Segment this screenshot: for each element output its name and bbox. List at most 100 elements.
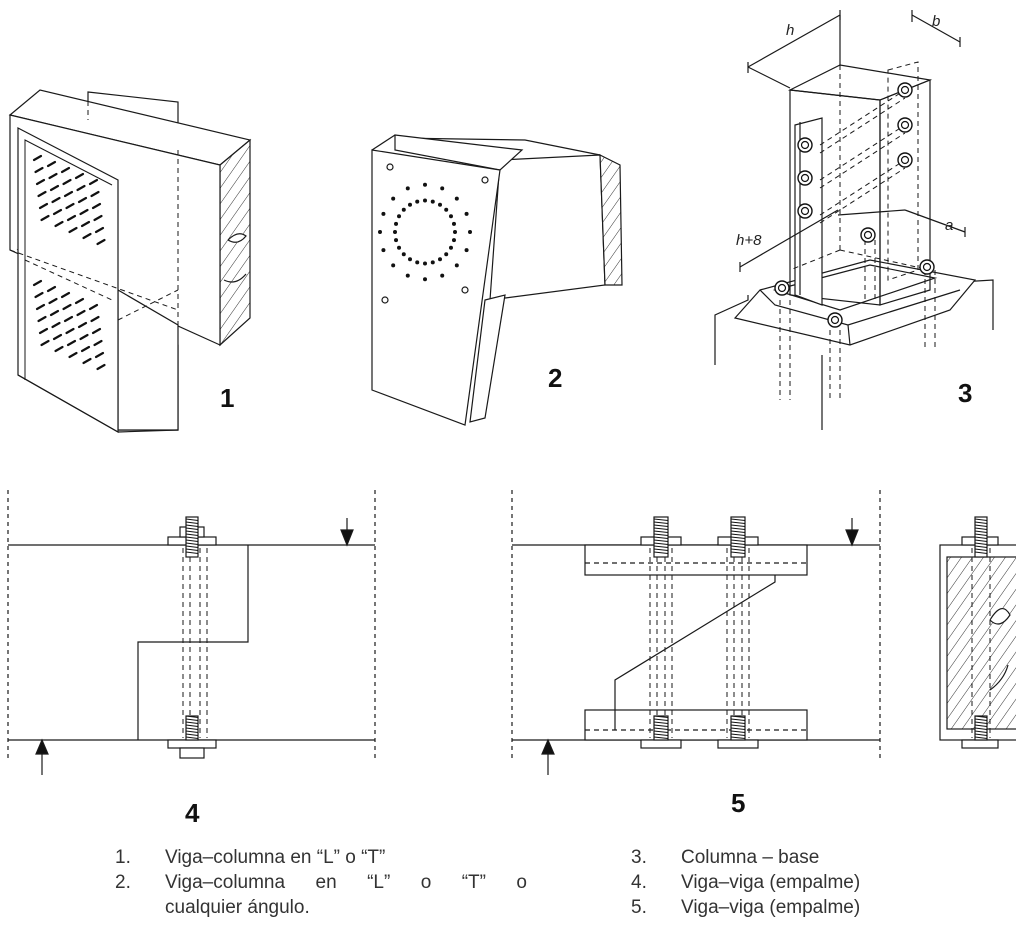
- pin: [381, 211, 386, 216]
- bolt-thread: [730, 736, 746, 739]
- bolt-thread: [730, 715, 746, 718]
- figure-1-nails: [32, 154, 106, 371]
- nail: [37, 315, 47, 323]
- bolt-thread: [730, 530, 746, 533]
- bolt-thread: [730, 518, 746, 521]
- pin: [423, 277, 427, 282]
- bolt-thread: [974, 718, 988, 721]
- pin: [394, 238, 399, 243]
- bolt-thread: [730, 727, 746, 730]
- bolt-thread: [974, 721, 988, 724]
- pin: [464, 248, 469, 253]
- bolt-thread: [730, 724, 746, 727]
- bolt-thread: [185, 724, 199, 727]
- bolt-thread: [653, 736, 669, 739]
- nail: [40, 339, 50, 347]
- figure-5-drawing: [511, 490, 881, 775]
- nail: [76, 184, 86, 192]
- pin: [451, 221, 456, 226]
- bolt-thread: [653, 727, 669, 730]
- nail: [52, 333, 63, 341]
- bolt-thread: [730, 545, 746, 548]
- bolt-thread: [730, 527, 746, 530]
- bolt-thread: [653, 551, 669, 554]
- nail: [52, 208, 63, 216]
- pin: [454, 196, 459, 201]
- pin: [440, 273, 445, 278]
- nail: [65, 202, 75, 210]
- pin: [401, 252, 406, 257]
- bolt-thread: [185, 718, 199, 721]
- pin: [438, 257, 442, 262]
- bolt-thread: [653, 715, 669, 718]
- nail: [79, 208, 89, 216]
- bolt-thread: [185, 524, 199, 527]
- nail: [91, 327, 102, 335]
- bolt-thread: [185, 545, 199, 548]
- bolt-thread: [730, 524, 746, 527]
- bolt-thread: [730, 551, 746, 554]
- nail: [51, 196, 61, 204]
- bolt-thread: [185, 736, 199, 739]
- pin: [451, 238, 456, 243]
- legend-left: 1. Viga–columna en “L” o “T” 2. Viga–col…: [115, 845, 527, 920]
- bolt-thread: [974, 551, 988, 554]
- pin: [378, 230, 382, 234]
- nail: [62, 303, 72, 311]
- bolt-thread: [974, 548, 988, 551]
- dim-label-a: a: [945, 217, 953, 234]
- legend-item-number: 1.: [115, 847, 131, 868]
- nail: [88, 303, 99, 311]
- nail: [68, 351, 78, 359]
- nail: [35, 178, 46, 186]
- bolt-thread: [974, 727, 988, 730]
- pin: [444, 207, 449, 212]
- pin: [393, 230, 397, 234]
- bolt-thread: [653, 718, 669, 721]
- pin: [454, 263, 459, 268]
- pin: [391, 263, 396, 268]
- bolt-thread: [730, 542, 746, 545]
- bolt-thread: [974, 542, 988, 545]
- nail: [35, 303, 46, 311]
- pin: [430, 260, 435, 265]
- legend-item: 2. Viga–columna en “L” o “T” o: [115, 870, 527, 895]
- pin: [408, 257, 412, 262]
- nail: [40, 214, 50, 222]
- nail: [66, 214, 77, 222]
- nail: [93, 339, 103, 347]
- nail: [62, 178, 72, 186]
- nail: [74, 172, 85, 180]
- pin: [405, 186, 410, 191]
- nail: [46, 285, 57, 293]
- bolt-thread: [730, 536, 746, 539]
- bolt-thread: [730, 539, 746, 542]
- nail: [48, 297, 58, 305]
- nail: [46, 160, 57, 168]
- nail: [74, 297, 85, 305]
- dim-label-b: b: [932, 13, 940, 30]
- nail: [32, 154, 43, 162]
- nail: [66, 339, 77, 347]
- nail: [90, 315, 100, 323]
- pin: [468, 230, 472, 234]
- nail: [32, 279, 43, 287]
- bolt-thread: [653, 730, 669, 733]
- nail: [77, 321, 88, 329]
- nail: [90, 190, 100, 198]
- nail: [49, 184, 60, 192]
- bolt-thread: [185, 521, 199, 524]
- nail: [54, 345, 64, 353]
- legend-item-text: Viga–viga (empalme): [681, 872, 861, 893]
- bolt-thread: [185, 733, 199, 736]
- nail: [63, 315, 74, 323]
- figure-3-drawing: [714, 10, 994, 430]
- nail: [68, 226, 78, 234]
- bolt-thread: [730, 733, 746, 736]
- nail: [77, 196, 88, 204]
- pin: [415, 260, 420, 265]
- nail: [76, 309, 86, 317]
- bolt-thread: [185, 715, 199, 718]
- bolt-thread: [653, 724, 669, 727]
- bolt-thread: [974, 733, 988, 736]
